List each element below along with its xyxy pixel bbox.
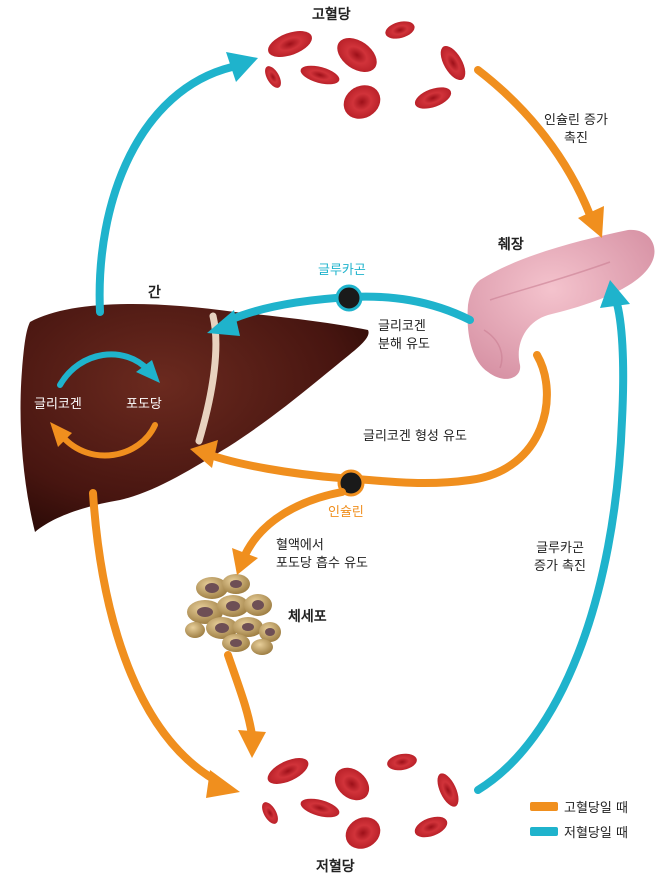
high-glucose-label: 고혈당	[312, 7, 351, 23]
arrow-high-glucose-to-pancreas	[474, 66, 604, 238]
arrow-insulin-to-liver	[190, 351, 551, 497]
liver-glucose-label: 포도당	[126, 397, 162, 412]
low-glucose-label: 저혈당	[316, 859, 355, 875]
glycogen-formation-text: 글리코겐 형성 유도	[363, 429, 467, 444]
liver-cycle-glycogen-to-glucose	[57, 351, 160, 388]
insulin-label: 인슐린	[328, 505, 364, 520]
liver-label: 간	[148, 285, 161, 301]
legend-item-low: 저혈당일 때	[530, 822, 628, 841]
glycogen-breakdown-text: 글리코겐 분해 유도	[378, 319, 430, 352]
pancreas	[467, 229, 655, 379]
arrow-liver-to-high-glucose	[95, 52, 258, 316]
glucagon-increase-text: 글루카곤 증가 촉진	[534, 541, 586, 574]
pancreas-label: 췌장	[498, 237, 524, 253]
low-glucose-blood-cells	[262, 753, 459, 849]
arrow-glucagon-to-liver	[207, 284, 474, 336]
arrow-liver-to-low-glucose	[89, 489, 240, 798]
arrow-low-glucose-to-pancreas	[474, 280, 630, 794]
glucose-absorb-text: 혈액에서 포도당 흡수 유도	[276, 538, 368, 571]
liver-glycogen-label: 글리코겐	[34, 397, 82, 412]
body-cells-label: 체세포	[288, 609, 327, 625]
legend-swatch-high	[530, 802, 558, 811]
arrow-body-cells-to-low-glucose	[224, 651, 266, 758]
high-glucose-blood-cells	[265, 21, 466, 119]
legend-swatch-low	[530, 827, 558, 836]
liver	[20, 303, 369, 532]
body-cells	[185, 574, 281, 655]
liver-cycle-glucose-to-glycogen	[50, 422, 158, 459]
insulin-increase-text: 인슐린 증가 촉진	[544, 113, 608, 146]
glucagon-label: 글루카곤	[318, 263, 366, 278]
legend-item-high: 고혈당일 때	[530, 797, 628, 816]
arrow-insulin-to-body-cells	[232, 488, 346, 575]
